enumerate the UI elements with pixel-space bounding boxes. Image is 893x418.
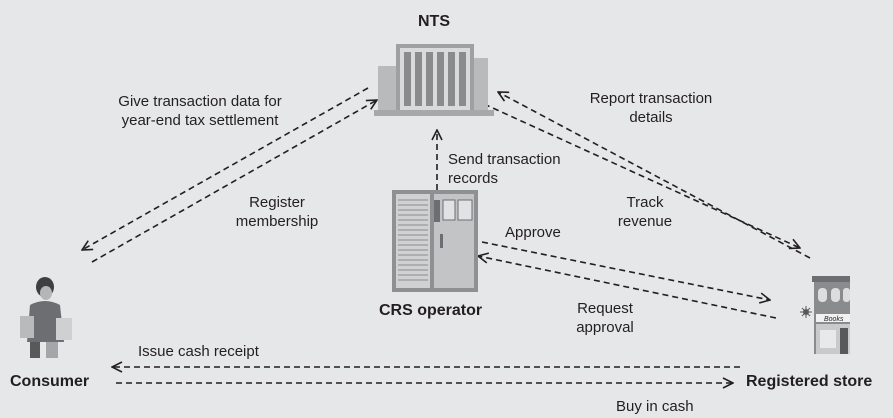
label-send-transaction-records: Send transaction records <box>448 151 561 187</box>
store-building-icon: Books <box>800 276 850 354</box>
label-give-transaction-data: Give transaction data for year-end tax s… <box>118 93 282 129</box>
label-track-revenue: Track revenue <box>617 194 673 230</box>
nts-label: NTS <box>418 13 450 30</box>
nts-building-icon <box>374 44 494 116</box>
label-register-membership: Register membership <box>235 194 319 230</box>
arrow-store-to-nts <box>498 92 811 259</box>
arrow-crs-to-store <box>481 241 770 300</box>
label-issue-cash-receipt: Issue cash receipt <box>138 343 259 360</box>
store-sign: Books <box>824 316 844 323</box>
label-buy-in-cash: Buy in cash <box>616 398 694 415</box>
crs-operator-label: CRS operator <box>379 302 483 319</box>
arrow-consumer-to-nts <box>91 100 377 263</box>
arrow-nts-to-consumer <box>82 87 369 250</box>
label-approve: Approve <box>505 224 561 241</box>
consumer-person-icon <box>20 277 72 358</box>
arrow-store-to-crs <box>478 256 777 319</box>
consumer-label: Consumer <box>10 373 90 390</box>
crs-server-icon <box>392 190 478 292</box>
label-request-approval: Request approval <box>576 300 634 336</box>
label-report-transaction-details: Report transaction details <box>589 90 713 126</box>
arrow-nts-to-store <box>483 103 800 248</box>
registered-store-label: Registered store <box>746 373 873 390</box>
